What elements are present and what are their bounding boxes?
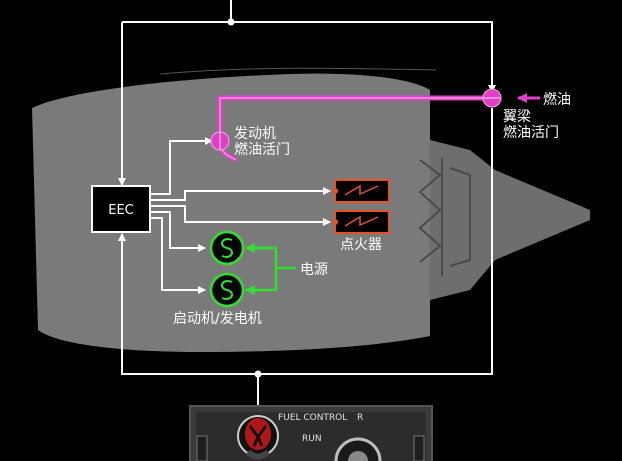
engine-valve-label-line1: 发动机 [234, 126, 276, 142]
igniter-terminal-1 [332, 188, 338, 194]
engine-silhouette [32, 67, 590, 352]
run-label: RUN [302, 434, 322, 444]
eec-label: EEC [108, 203, 134, 218]
engine-top-line [159, 67, 437, 75]
igniter-icon-1 [334, 179, 390, 203]
igniter-icon-2 [334, 210, 390, 234]
engine-valve-label-line2: 燃油活门 [234, 141, 290, 158]
starter-generator-label: 启动机/发电机 [173, 311, 262, 327]
engine-valve-icon [210, 131, 230, 151]
engine-nacelle [32, 73, 430, 352]
spar-valve-icon [482, 88, 502, 108]
fuel-control-side: R [357, 413, 363, 423]
eec-box: EEC [91, 185, 151, 233]
fuel-switch-icon[interactable] [237, 415, 279, 460]
junction-bottom [254, 370, 262, 378]
fuel-control-label: FUEL CONTROL [278, 413, 347, 423]
igniter-terminal-2 [332, 219, 338, 225]
engine-turbine-section [418, 158, 471, 276]
power-wiring [245, 243, 296, 295]
power-label: 电源 [300, 262, 328, 278]
spar-valve-label-line2: 燃油活门 [503, 124, 559, 141]
igniter-label: 点火器 [340, 237, 382, 253]
panel-left-rail [196, 435, 208, 461]
engine-exhaust-cone [430, 140, 590, 300]
junction-top [227, 18, 235, 26]
indicator-light [334, 437, 382, 461]
spar-valve-label-line1: 翼梁 [503, 109, 531, 125]
fuel-label: 燃油 [543, 91, 571, 108]
control-wiring [118, 0, 496, 412]
fuel-control-panel: FUEL CONTROL R RUN [189, 405, 433, 461]
starter-generator-icon-1 [209, 230, 245, 266]
starter-generator-icon-2 [209, 272, 245, 308]
indicator-light-inner [348, 451, 368, 461]
panel-right-rail [413, 435, 425, 461]
